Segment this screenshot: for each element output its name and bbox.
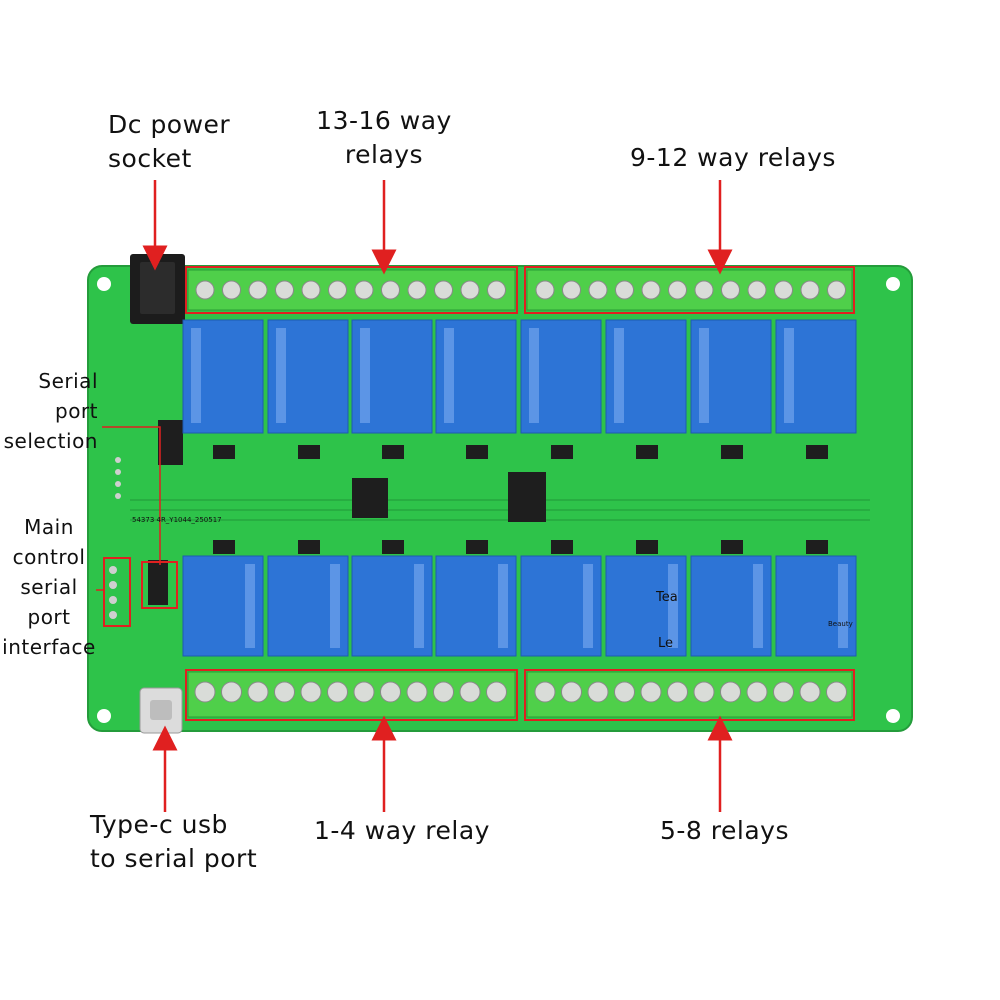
terminal-screw [615, 280, 634, 300]
terminal-block [526, 269, 853, 311]
transistor [806, 540, 828, 554]
terminal-screw [301, 280, 321, 300]
terminal-screw [721, 280, 740, 300]
leader-serial-selection [102, 426, 161, 565]
transistor [721, 445, 743, 459]
terminal-screw [487, 280, 506, 300]
terminal-screw [194, 681, 216, 703]
transistor [636, 540, 658, 554]
ic-chip [352, 478, 388, 518]
terminal-screw [746, 681, 768, 703]
transistor [213, 445, 235, 459]
transistor [466, 540, 488, 554]
label-relays-1-4: 1-4 way relay [314, 816, 490, 845]
ic-chip [508, 472, 546, 522]
terminal-screw [460, 280, 480, 300]
transistor [551, 540, 573, 554]
terminal-screw [800, 280, 820, 300]
label-relays-5-8: 5-8 relays [660, 816, 789, 845]
mounting-hole [97, 709, 111, 723]
terminal-screw [587, 681, 609, 703]
terminal-screw [588, 280, 608, 300]
watermark-le: Le [658, 636, 674, 651]
terminal-screw [222, 280, 241, 300]
transistor [466, 445, 488, 459]
terminal-screw [328, 280, 347, 300]
terminal-screw [381, 280, 400, 300]
mounting-hole [886, 709, 900, 723]
terminal-screw [195, 280, 215, 300]
terminal-screw [486, 681, 507, 703]
terminal-screw [562, 280, 581, 300]
terminal-screw [720, 681, 741, 703]
terminal-screw [247, 681, 269, 703]
terminal-screw [535, 280, 555, 300]
transistor [298, 540, 320, 554]
terminal-screw [640, 681, 662, 703]
transistor [721, 540, 743, 554]
terminal-screw [327, 681, 348, 703]
terminal-screw [406, 681, 428, 703]
callout-box-main-serial [103, 557, 131, 627]
terminal-screw [407, 280, 427, 300]
terminal-screw [773, 681, 794, 703]
terminal-screw [747, 280, 767, 300]
terminal-screw [561, 681, 582, 703]
terminal-screw [434, 280, 453, 300]
terminal-screw [459, 681, 481, 703]
terminal-screw [353, 681, 375, 703]
transistor [551, 445, 573, 459]
terminal-screw [694, 280, 714, 300]
callout-box-5-8 [524, 669, 855, 721]
terminal-screw [534, 681, 556, 703]
terminal-screw [799, 681, 821, 703]
watermark-tea: Tea [656, 590, 678, 605]
transistor [213, 540, 235, 554]
label-main-serial: Main control serial port interface [2, 515, 96, 659]
terminal-screw [380, 681, 401, 703]
mounting-hole [97, 277, 111, 291]
ic-chip [158, 420, 183, 465]
terminal-screw [354, 280, 374, 300]
transistor [636, 445, 658, 459]
transistor [382, 540, 404, 554]
terminal-screw [827, 280, 846, 300]
label-serial-selection: Serial port selection [3, 369, 98, 453]
callout-box-9-12 [524, 266, 855, 314]
terminal-screw [433, 681, 454, 703]
transistor [382, 445, 404, 459]
watermark-beauty: Beauty [828, 620, 853, 628]
callout-box-1-4 [185, 669, 518, 721]
terminal-screw [221, 681, 242, 703]
terminal-screw [667, 681, 688, 703]
terminal-screw [826, 681, 847, 703]
label-relays-13-16: 13-16 way relays [316, 106, 452, 169]
pcb-silkscreen-text: 54373 4R_Y1044_250517 [132, 516, 222, 524]
terminal-screw [668, 280, 687, 300]
terminal-screw [300, 681, 322, 703]
label-relays-9-12: 9-12 way relays [630, 143, 836, 172]
label-dc-power: Dc power socket [108, 110, 231, 173]
terminal-screw [641, 280, 661, 300]
label-type-c: Type-c usb to serial port [90, 810, 258, 873]
terminal-screw [275, 280, 294, 300]
terminal-screw [274, 681, 295, 703]
transistor [298, 445, 320, 459]
terminal-screw [693, 681, 715, 703]
mounting-hole [886, 277, 900, 291]
terminal-screw [614, 681, 635, 703]
terminal-screw [248, 280, 268, 300]
ic-chip [148, 560, 168, 605]
transistor [806, 445, 828, 459]
callout-box-13-16 [185, 266, 518, 314]
terminal-screw [774, 280, 793, 300]
